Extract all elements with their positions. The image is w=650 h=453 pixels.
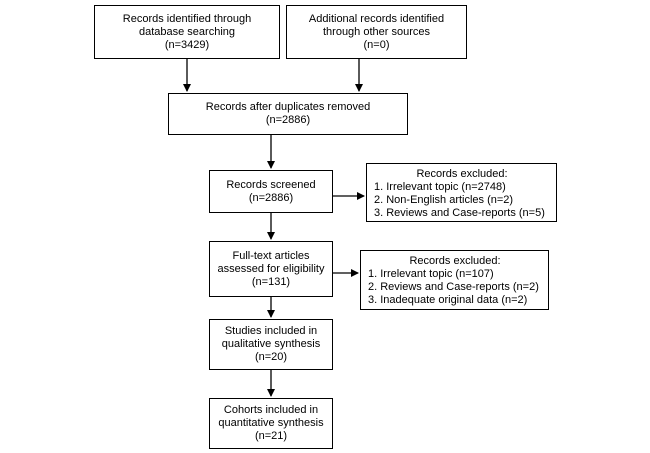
node-line: through other sources xyxy=(322,25,430,38)
node-line: qualitative synthesis xyxy=(221,338,321,350)
node-line: Studies included in xyxy=(224,325,318,337)
node-line: Additional records identified xyxy=(308,12,445,25)
exclusion-box-screening: Records excluded: 1. Irrelevant topic (n… xyxy=(366,163,557,222)
exclusion-item: 2. Non-English articles (n=2) xyxy=(374,194,514,206)
exclusion-title: Records excluded: xyxy=(416,168,508,180)
node-qualitative-synthesis: Studies included in qualitative synthesi… xyxy=(209,319,333,370)
exclusion-item: 1. Irrelevant topic (n=2748) xyxy=(374,181,506,193)
node-line: Records identified through xyxy=(122,12,252,25)
node-line: quantitative synthesis xyxy=(218,417,324,429)
node-line: assessed for eligibility xyxy=(217,262,325,275)
node-after-duplicates: Records after duplicates removed (n=2886… xyxy=(168,93,408,135)
node-line: (n=0) xyxy=(363,38,390,51)
node-line: (n=2886) xyxy=(265,114,311,126)
node-line: Full-text articles xyxy=(232,249,310,262)
exclusion-title: Records excluded: xyxy=(409,255,501,267)
node-line: Records after duplicates removed xyxy=(205,101,371,113)
node-records-screened: Records screened (n=2886) xyxy=(209,170,333,213)
node-line: (n=131) xyxy=(251,275,291,288)
node-line: Records screened xyxy=(226,178,316,191)
node-fulltext-eligibility: Full-text articles assessed for eligibil… xyxy=(209,241,333,297)
node-line: database searching xyxy=(138,25,235,38)
node-line: (n=20) xyxy=(254,351,288,363)
node-line: (n=2886) xyxy=(248,191,294,204)
exclusion-box-eligibility: Records excluded: 1. Irrelevant topic (n… xyxy=(360,250,549,310)
node-quantitative-synthesis: Cohorts included in quantitative synthes… xyxy=(209,398,333,449)
node-identified-database: Records identified through database sear… xyxy=(94,5,280,59)
node-line: (n=3429) xyxy=(164,38,210,51)
exclusion-item: 3. Inadequate original data (n=2) xyxy=(368,294,528,306)
node-line: Cohorts included in xyxy=(223,404,319,416)
node-identified-other: Additional records identified through ot… xyxy=(286,5,467,59)
exclusion-item: 3. Reviews and Case-reports (n=5) xyxy=(374,207,545,219)
node-line: (n=21) xyxy=(254,430,288,442)
exclusion-item: 2. Reviews and Case-reports (n=2) xyxy=(368,281,539,293)
exclusion-item: 1. Irrelevant topic (n=107) xyxy=(368,268,494,280)
